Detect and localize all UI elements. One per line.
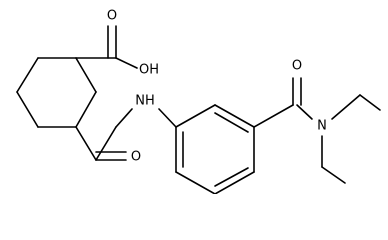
bond — [75, 126, 97, 161]
bond — [321, 166, 346, 184]
bond — [214, 167, 249, 187]
bond — [16, 91, 39, 128]
benzene-ring — [175, 104, 255, 194]
amide-nh-label: NH — [135, 94, 155, 109]
hydroxyl-label: OH — [139, 63, 159, 78]
benzamide-oxygen-label: O — [292, 59, 302, 74]
bond — [214, 171, 255, 194]
amide-group: O NH — [75, 94, 177, 165]
bond — [95, 126, 117, 161]
carboxylic-acid-group: O OH — [75, 9, 159, 78]
bond — [158, 108, 177, 128]
diethylamide-group: O N — [253, 59, 381, 184]
cyclohexane-ring — [16, 57, 97, 128]
amine-nitrogen-label: N — [317, 119, 327, 134]
carboxyl-oxygen-label: O — [107, 9, 117, 24]
bond — [296, 104, 313, 120]
bond — [115, 57, 138, 69]
bond — [75, 91, 97, 128]
bond — [175, 104, 216, 128]
bond — [75, 57, 97, 93]
bond — [331, 94, 361, 120]
bond — [115, 108, 133, 128]
bond — [253, 104, 294, 128]
chemical-structure-diagram: O OH O NH O N — [16, 9, 381, 194]
bond — [359, 94, 381, 111]
bond — [175, 171, 216, 194]
amide-oxygen-label: O — [131, 150, 141, 165]
bond — [214, 112, 249, 133]
bond — [16, 57, 39, 93]
bond — [214, 104, 255, 128]
